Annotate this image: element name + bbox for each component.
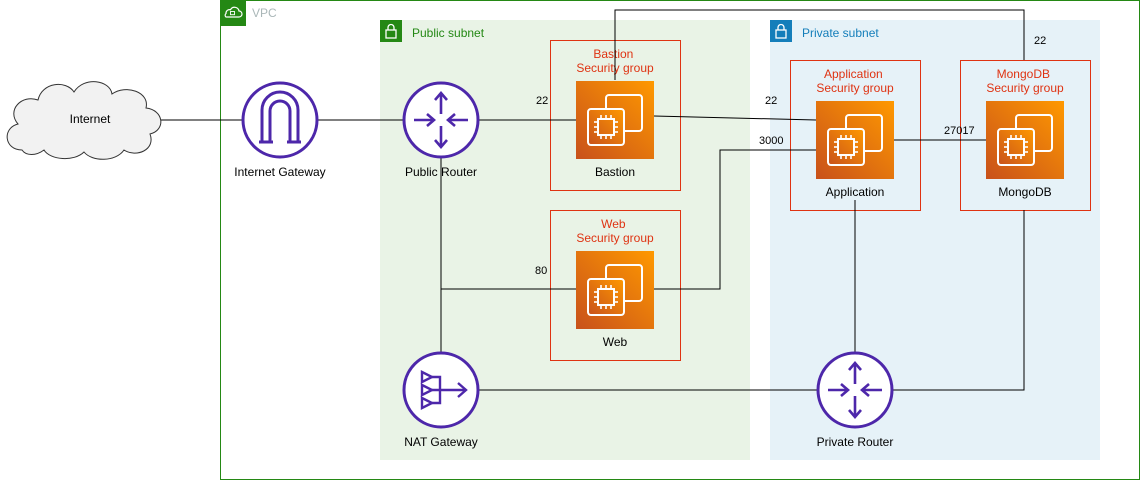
bastion-label: Bastion <box>595 165 635 179</box>
vpc-label: VPC <box>252 6 277 20</box>
mongodb-security-group: MongoDB Security group <box>960 60 1091 211</box>
ec2-instance-icon <box>575 250 655 330</box>
ec2-instance-icon <box>815 100 895 180</box>
port-label: 80 <box>535 265 547 277</box>
ec2-instance-icon <box>985 100 1065 180</box>
internet-label: Internet <box>70 112 111 126</box>
sg-type: Security group <box>986 81 1064 95</box>
port-label: 22 <box>765 95 777 107</box>
edge-private-router-mongodb <box>893 210 1025 391</box>
cloud-icon <box>6 81 162 160</box>
private-router-label: Private Router <box>817 435 894 449</box>
ec2-instance-icon <box>575 80 655 160</box>
svg-text:Application Security gro: Application Security group <box>816 67 894 95</box>
application-security-group: Application Security group <box>790 60 921 211</box>
port-label: 22 <box>536 95 548 107</box>
web-security-group: Web Security group <box>550 210 681 361</box>
sg-name: Web <box>601 217 626 231</box>
svg-text:Web Security group: Web Security group <box>576 217 654 245</box>
private-subnet-label: Private subnet <box>802 26 879 40</box>
sg-name: Bastion <box>593 47 633 61</box>
port-label: 3000 <box>759 135 783 147</box>
edge-bastion-application <box>653 115 817 121</box>
nat-gateway-label: NAT Gateway <box>404 435 478 449</box>
svg-text:MongoDB Security group: MongoDB Security group <box>986 67 1064 95</box>
vpc-cloud-icon <box>220 0 246 26</box>
router-icon <box>402 81 480 159</box>
edge-web-application <box>654 149 816 290</box>
application-label: Application <box>826 185 885 199</box>
edge-bastion-mongodb <box>614 9 1025 80</box>
public-subnet-label: Public subnet <box>412 26 485 40</box>
mongodb-label: MongoDB <box>998 185 1051 199</box>
port-label: 22 <box>1034 35 1046 47</box>
sg-type: Security group <box>816 81 894 95</box>
nat-gateway-icon <box>402 351 480 429</box>
sg-type: Security group <box>576 231 654 245</box>
lock-icon <box>769 19 793 43</box>
sg-name: MongoDB <box>997 67 1050 81</box>
web-label: Web <box>603 335 628 349</box>
connections <box>160 9 1025 391</box>
router-icon <box>816 351 894 429</box>
lock-icon <box>379 19 403 43</box>
internet-gateway-icon <box>241 81 319 159</box>
public-router-label: Public Router <box>405 165 477 179</box>
internet-gateway-label: Internet Gateway <box>234 165 325 179</box>
port-label: 27017 <box>944 125 975 137</box>
sg-name: Application <box>824 67 883 81</box>
